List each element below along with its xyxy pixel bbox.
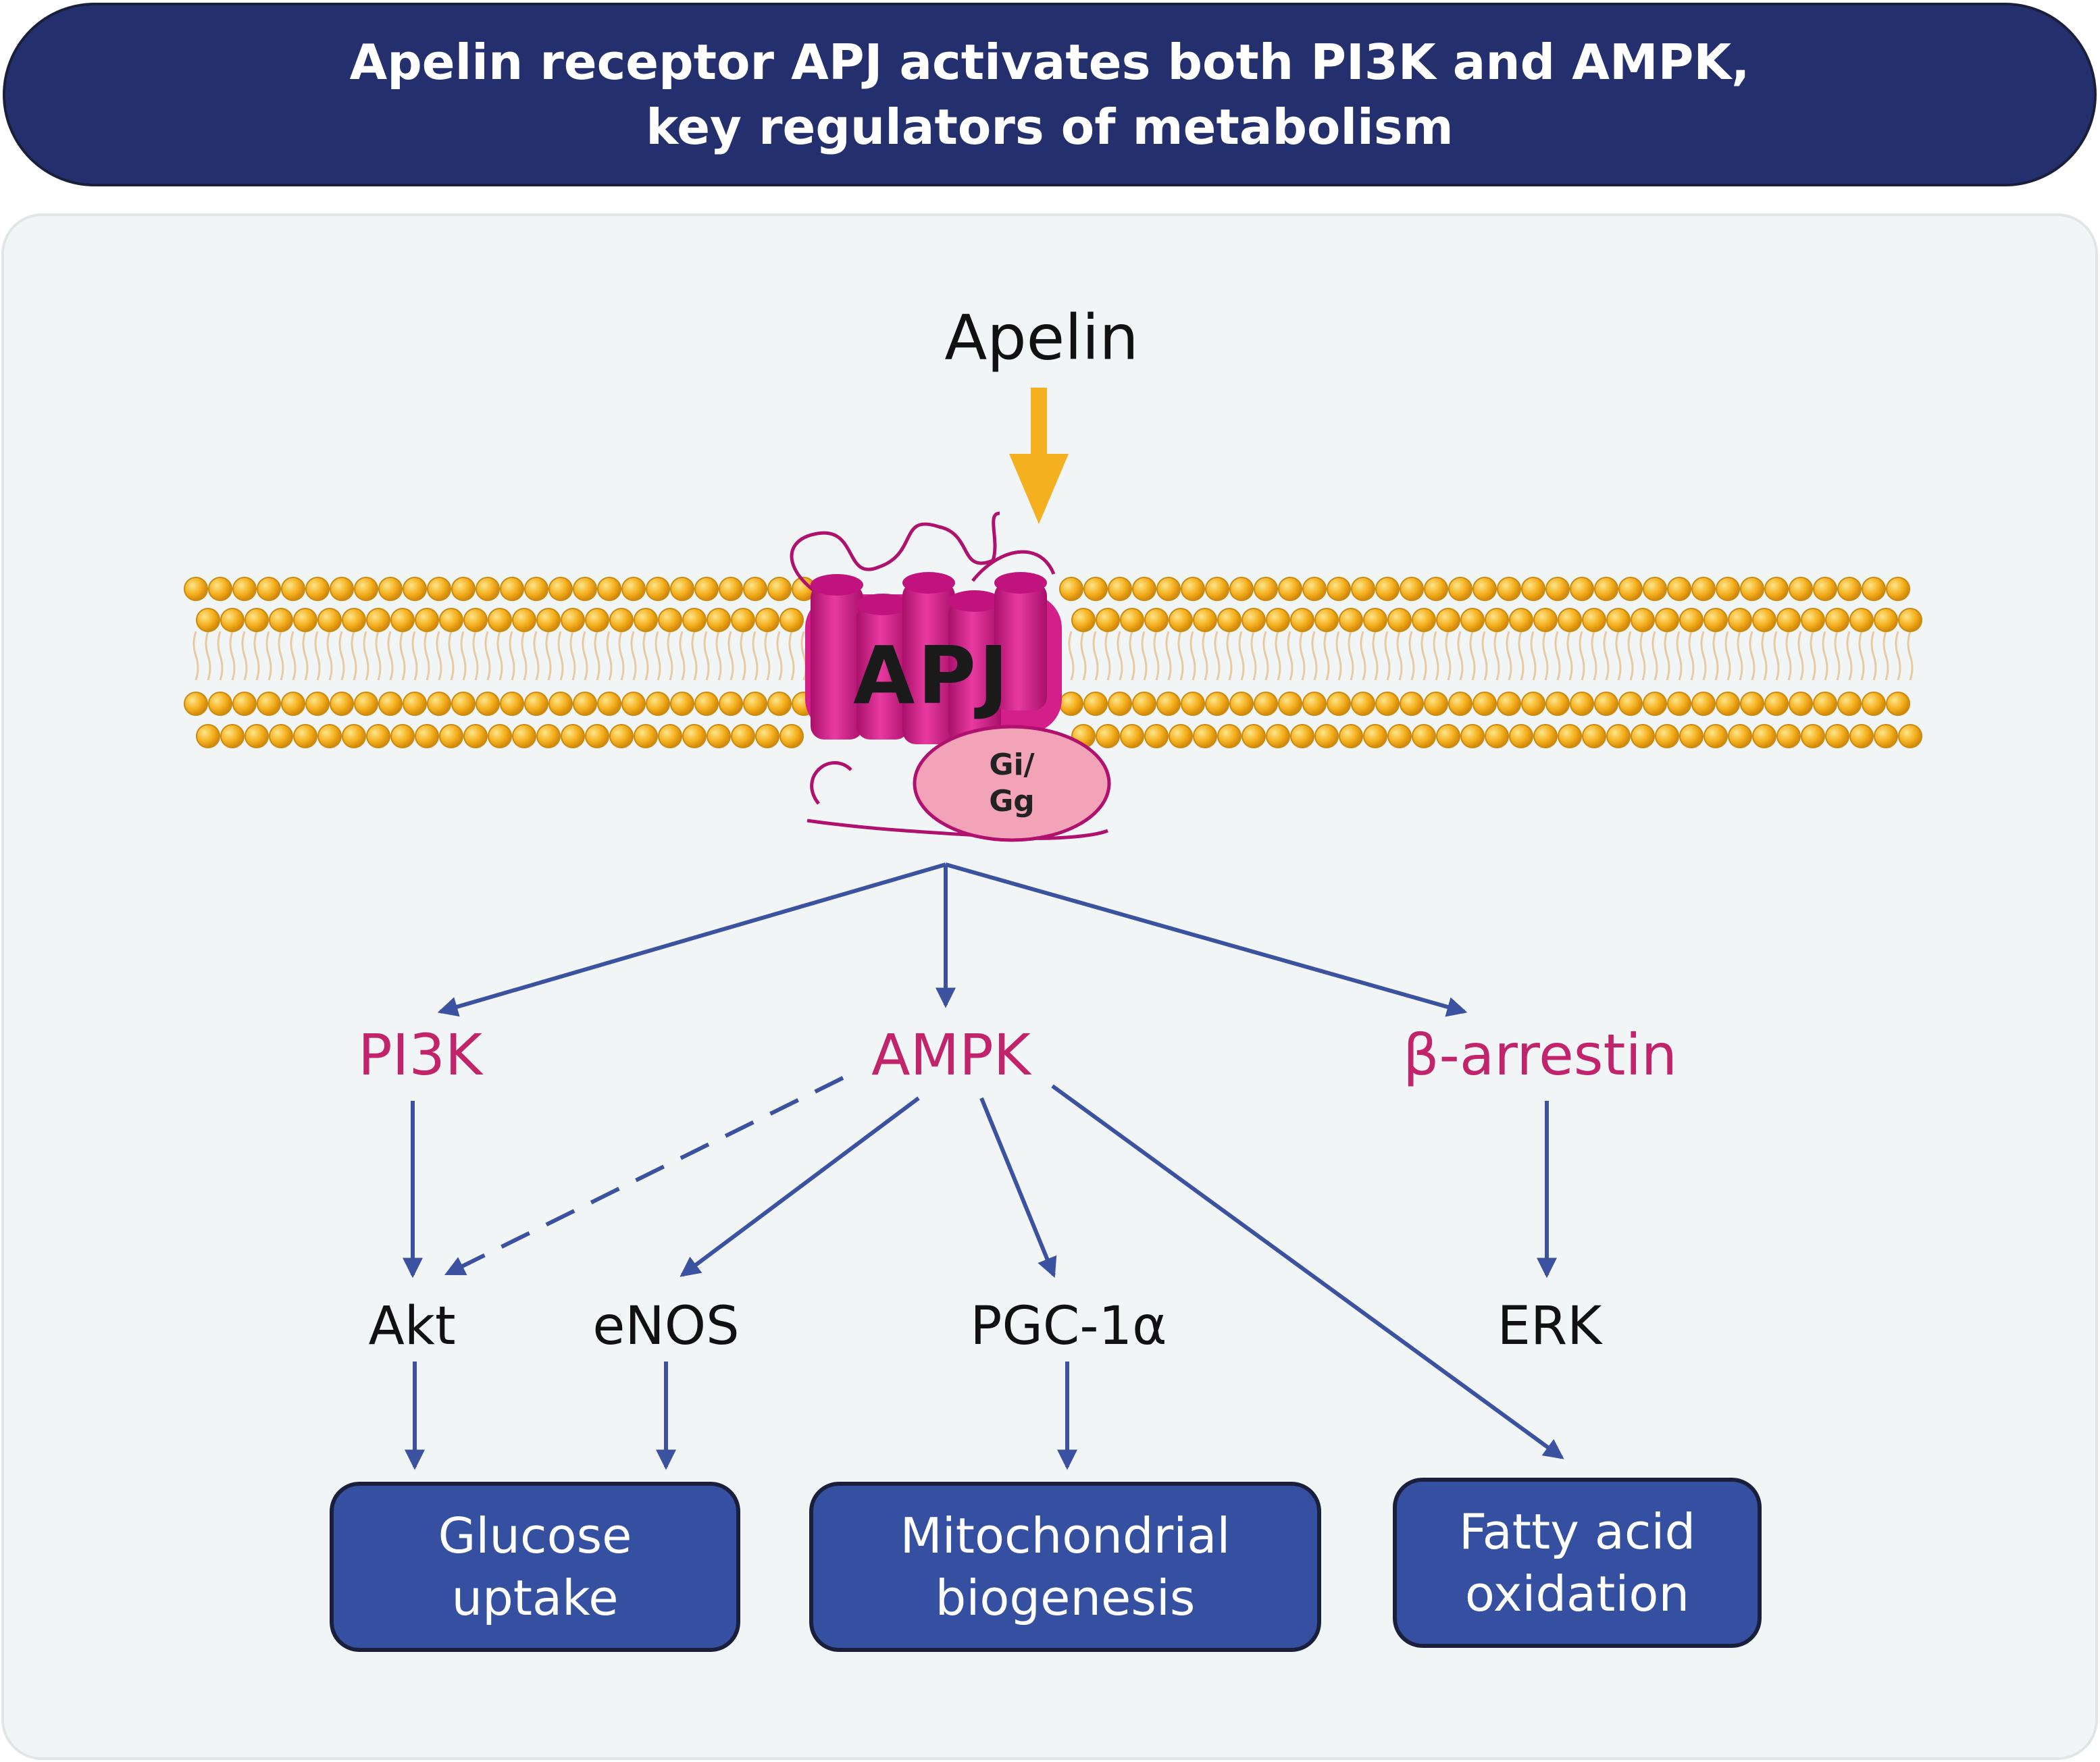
fatty-acid-oxidation-box: Fatty acid oxidation [1393,1478,1762,1648]
fatty-acid-oxidation-line-1: Fatty acid [1458,1503,1696,1560]
apj-label: APJ [853,629,1011,722]
mitochondrial-biogenesis-line-2: biogenesis [935,1570,1196,1626]
glucose-uptake-line-1: Glucose [438,1507,632,1564]
fatty-acid-oxidation-line-2: oxidation [1464,1565,1690,1622]
title-banner: Apelin receptor APJ activates both PI3K … [3,3,2097,186]
glucose-uptake-line-2: uptake [451,1570,619,1626]
akt-label: Akt [368,1296,456,1357]
g-protein-label-line-1: Gi/ [989,748,1035,782]
arrow-ampk-enos [680,1096,920,1277]
pi3k-label: PI3K [358,1022,482,1088]
glucose-uptake-box: Glucose uptake [330,1482,740,1652]
lipid-bilayer [184,577,1922,748]
receptor-helices [811,572,1047,744]
erk-label: ERK [1497,1296,1602,1357]
beta-arrestin-label: β-arrestin [1402,1022,1678,1088]
enos-label: eNOS [592,1296,740,1357]
arrow-apj-beta-arrestin [945,862,1468,1017]
pgc1a-label: PGC-1α [970,1296,1167,1357]
arrow-ampk-fatty-acid [1051,1084,1564,1459]
apj-receptor [790,511,1111,842]
mitochondrial-biogenesis-box: Mitochondrial biogenesis [809,1482,1321,1652]
g-protein [913,725,1111,842]
mitochondrial-biogenesis-line-1: Mitochondrial [900,1507,1231,1564]
arrow-ampk-pgc1a [979,1097,1057,1278]
g-protein-label-line-2: Gg [989,784,1035,819]
title-line-1: Apelin receptor APJ activates both PI3K … [349,34,1750,90]
apelin-arrow [1009,388,1069,524]
g-protein-label: Gi/ Gg [989,747,1035,820]
apelin-label: Apelin [944,301,1139,374]
ampk-label: AMPK [871,1022,1031,1088]
arrow-apj-pi3k [437,862,946,1017]
title-line-2: key regulators of metabolism [646,99,1454,155]
arrow-ampk-akt-dashed [444,1076,844,1276]
